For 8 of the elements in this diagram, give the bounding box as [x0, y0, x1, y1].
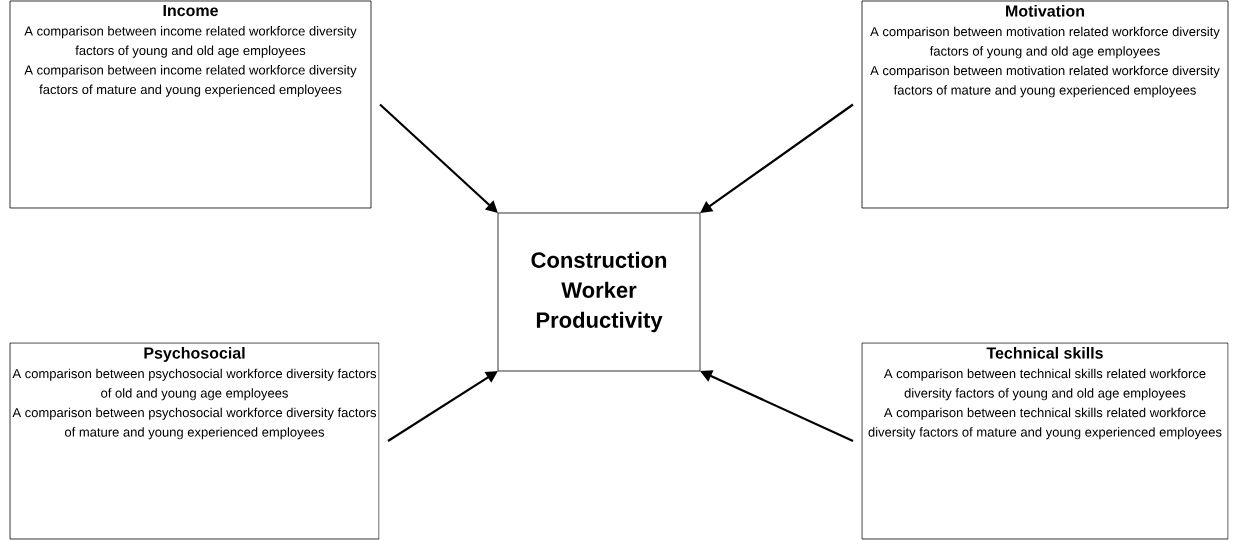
arrow [700, 103, 854, 213]
arrow [387, 371, 498, 442]
central-box: Construction Worker Productivity [497, 212, 701, 372]
text-box: Income A comparison between income related workforce diversity factors of young and old age employees A comparison between income related workforce diversity factors of mature and young experienced employees [9, 0, 372, 209]
text-box: Technical skills A comparison between technical skills related workforce diversity factors of young and old age employees A comparison between technical skills related workforce diversity factors of mature and young experienced employees [861, 342, 1229, 540]
arrow [379, 103, 498, 213]
text-box: Psychosocial A comparison between psychosocial workforce diversity factors of old and young age employees A comparison between psychosocial workforce diversity factors of mature and young experienced employees [9, 342, 380, 540]
text-box: Motivation A comparison between motivation related workforce diversity factors of young and old age employees A comparison between motivation related workforce diversity factors of mature and young experienced employees [861, 0, 1229, 209]
